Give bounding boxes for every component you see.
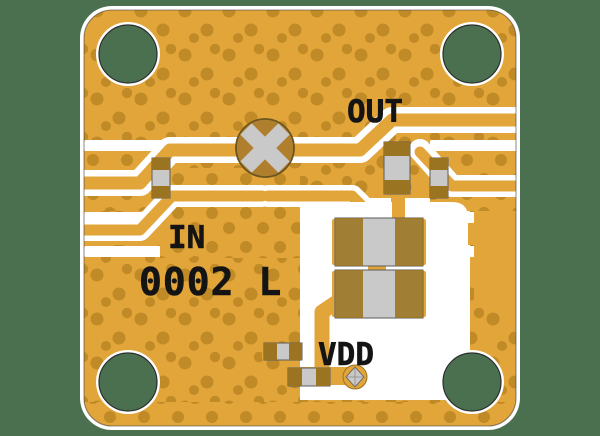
component-c-bias-small-1 bbox=[263, 342, 303, 361]
trace-rf-in-stub-top bbox=[84, 190, 268, 236]
silk-label-in: IN bbox=[168, 220, 205, 256]
component-c-bypass-large-1 bbox=[334, 217, 424, 267]
component-c-bypass-large-2 bbox=[334, 269, 424, 319]
silkscreen-layer: OUT IN 0002 L VDD bbox=[139, 94, 404, 374]
bottom-copper-vias bbox=[84, 402, 516, 426]
trace-bypass-spine-f bbox=[392, 192, 405, 224]
board-edge-stroke bbox=[83, 9, 517, 427]
vdd-test-point bbox=[342, 364, 368, 390]
component-c-bias-small-2 bbox=[287, 367, 331, 387]
component-c-output-series bbox=[429, 157, 449, 199]
mounting-holes bbox=[96, 22, 504, 414]
hole-top-right bbox=[440, 22, 504, 86]
silk-label-partnumber: 0002 L bbox=[139, 260, 282, 304]
trace-rf-out-top bbox=[261, 113, 516, 157]
hole-bottom-left bbox=[96, 350, 160, 414]
component-c-output-shunt bbox=[383, 141, 411, 195]
rf-amplifier-die bbox=[235, 118, 295, 178]
board-body: OUT IN 0002 L VDD bbox=[84, 10, 516, 426]
trace-vdd-feed-f bbox=[314, 292, 348, 384]
silk-label-vdd: VDD bbox=[318, 337, 374, 373]
silk-label-out: OUT bbox=[347, 94, 403, 130]
hole-top-left bbox=[96, 22, 160, 86]
hole-bottom-right bbox=[440, 350, 504, 414]
component-c-input-series bbox=[151, 157, 171, 199]
